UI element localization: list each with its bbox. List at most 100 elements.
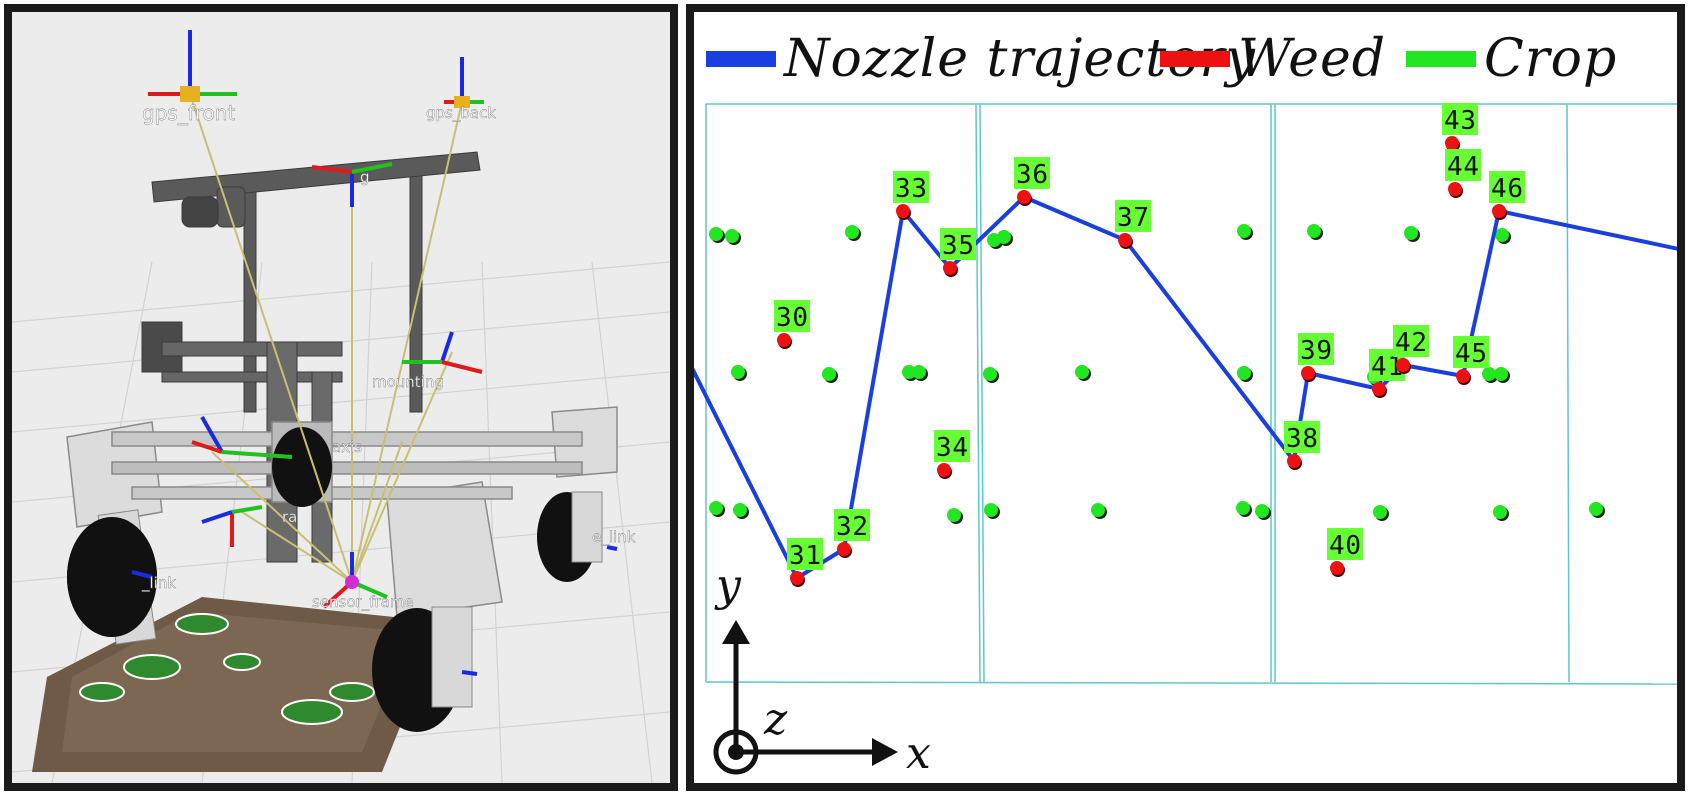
crop-marker [822,367,836,381]
legend-swatch-weed [1160,51,1230,67]
weed-id-label: 39 [1300,336,1332,366]
mounting-label: mounting [372,373,444,391]
weed-marker [1396,358,1410,372]
crop-marker [1307,224,1321,238]
gps-back-label: gps_back [426,104,496,123]
nozzle-trajectory-line [694,195,1677,580]
weed-id-label: 40 [1329,531,1361,561]
weed-marker [1301,366,1315,380]
weed-id-label: 45 [1455,339,1487,369]
weed-id-label-bg [893,171,929,203]
legend-swatch-trajectory [706,51,776,67]
weed-id-label: 33 [895,174,927,204]
axis-label: axis [332,438,362,456]
crop-marker [725,229,739,243]
weed-marker [943,261,957,275]
weed-marker [777,333,791,347]
crop-marker [912,365,926,379]
legend-swatch-crop [1406,51,1476,67]
robot-frame [141,151,481,563]
legend-label-weed: Weed [1238,29,1387,89]
weed-id-label-bg [1284,421,1320,453]
weed-marker [1456,369,1470,383]
crop-marker [1091,503,1105,517]
weed-marker [1448,182,1462,196]
crop-marker [1075,365,1089,379]
link-label-left: _link [141,574,176,593]
weed-id-label: 43 [1444,106,1476,136]
axis-y-label: y [714,560,742,611]
weed-id-label: 31 [789,541,821,571]
axis-x-label: x [906,728,931,779]
weed-id-label-bg [787,538,823,570]
legend: Nozzle trajectory Weed Crop [694,22,1677,96]
tf-frame-labels: gps_front gps_back g mounting ra axis _l… [141,101,636,612]
crop-marker [845,225,859,239]
weed-marker [1118,233,1132,247]
crop-marker [902,365,916,379]
weed-marker [837,542,851,556]
weed-marker [1492,204,1506,218]
crop-marker [1237,224,1251,238]
crop-marker [1236,501,1250,515]
weed-marker [1372,382,1386,396]
weed-id-label: 46 [1491,174,1523,204]
crop-marker [1237,366,1251,380]
weed-id-label-bg [1489,171,1525,203]
weed-marker [1017,190,1031,204]
crop-marker [984,503,998,517]
gps-front-label: gps_front [142,101,236,125]
weed-id-label: 42 [1395,328,1427,358]
crop-marker [1255,504,1269,518]
robot-3d-view: gps_front gps_back g mounting ra axis _l… [12,30,670,783]
weed-id-label-bg [1442,103,1478,135]
weed-id-label-bg [834,509,870,541]
weed-id-label: 34 [936,433,968,463]
crop-marker [733,503,747,517]
row-boundaries [705,103,1677,685]
weed-id-label-bg [934,430,970,462]
imu-label: g [360,168,370,186]
legend-label-crop: Crop [1484,29,1618,89]
crop-marker [731,365,745,379]
crop-markers [709,224,1605,524]
trajectory-plot-panel: Nozzle trajectory Weed Crop 30 31 32 33 34 35… [686,4,1685,791]
crop-marker [997,230,1011,244]
crop-marker [1404,226,1418,240]
weed-marker [1330,561,1344,575]
weed-id-label-bg [1453,336,1489,368]
weed-id-label-bg [1327,528,1363,560]
weed-id-label-bg [940,228,976,260]
weed-id-label-bg [1115,200,1151,232]
weed-id-label-bg [1298,333,1334,365]
crop-marker [709,501,723,515]
weed-marker [1445,136,1459,150]
weed-marker [790,571,804,585]
crop-marker [947,508,961,522]
crop-marker [1493,505,1507,519]
crop-marker [1482,367,1496,381]
robot-visualization-panel: gps_front gps_back g mounting ra axis _l… [4,4,678,791]
weed-id-label: 38 [1286,424,1318,454]
link-label-right: e_link [592,528,636,547]
weed-id-label: 44 [1447,152,1479,182]
weed-id-label: 36 [1016,160,1048,190]
weed-id-label-bg [1393,325,1429,357]
crop-marker [1495,228,1509,242]
weed-id-label-bg [1014,157,1050,189]
crop-marker [1494,367,1508,381]
legend-item-crop: Crop [1406,22,1617,96]
crop-marker [1373,505,1387,519]
camera-label: ra [282,508,297,526]
crop-marker [983,367,997,381]
tf-lines [189,93,463,583]
weed-id-label: 30 [776,303,808,333]
crop-marker [709,227,723,241]
crop-marker [1589,502,1603,516]
weed-marker [1287,454,1301,468]
weed-id-label-bg [774,300,810,332]
weed-id-label: 32 [836,512,868,542]
weed-id-label: 35 [942,231,974,261]
